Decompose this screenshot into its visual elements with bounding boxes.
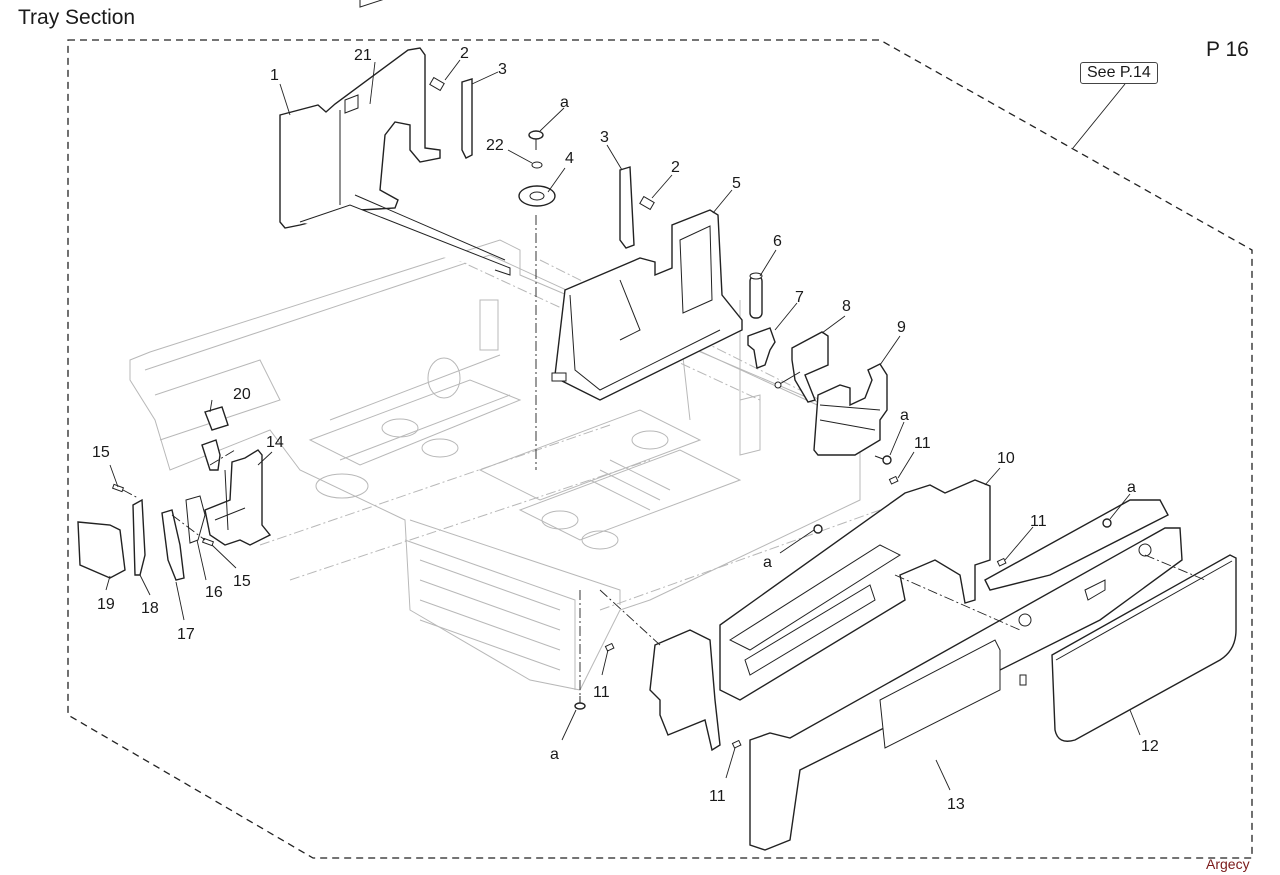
callout-4: 4 [565,150,574,167]
part-a-screw-front [574,518,1112,710]
callout-7: 7 [795,289,804,306]
callout-1: 1 [270,67,279,84]
callout-2: 2 [671,159,680,176]
callout-a: a [763,554,772,571]
part-lever-plate [201,439,221,471]
callout-8: 8 [842,298,851,315]
callout-a: a [1127,479,1136,496]
callout-15: 15 [92,444,110,461]
callout-5: 5 [732,175,741,192]
callout-11: 11 [914,435,931,452]
callout-10: 10 [997,450,1015,467]
callout-3: 3 [498,61,507,78]
cross-reference-link[interactable]: See P.14 [1080,62,1158,84]
part-17-lever [161,509,185,581]
callout-6: 6 [773,233,782,250]
callout-21: 21 [354,47,372,64]
part-4-bushing [518,185,556,207]
part-9-bracket [813,363,888,456]
callout-17: 17 [177,626,195,643]
callout-2: 2 [460,45,469,62]
part-15-pin [111,483,125,493]
callout-12: 12 [1141,738,1159,755]
part-2-pin [429,76,655,211]
part-22-washer [531,161,543,169]
callout-3: 3 [600,129,609,146]
callout-a: a [900,407,909,424]
callout-14: 14 [266,434,284,451]
callout-13: 13 [947,796,965,813]
callout-19: 19 [97,596,115,613]
part-11-pad [604,475,1007,749]
part-7-lever [747,327,776,369]
part-14-lever-holder [204,449,272,546]
callout-20: 20 [233,386,251,403]
part-a-screw-9 [874,455,892,465]
part-1-paper-end-guide [279,0,511,276]
callout-15: 15 [233,573,251,590]
callout-11: 11 [709,788,726,805]
callout-11: 11 [1030,513,1047,530]
left-assembly-lines [122,449,236,541]
callout-22: 22 [486,137,504,154]
part-19-cover [77,521,126,579]
page-number: P 16 [1206,38,1249,61]
front-bracket-left [649,629,721,752]
part-18-lever [132,498,146,576]
part-16-plate [185,495,206,544]
part-10-handle-frame [719,479,991,701]
callout-labels: 1 2 3 21 a 22 4 3 2 5 6 7 8 9 a 11 10 11… [92,45,1159,813]
diagram-title: Tray Section [18,6,136,29]
callout-16: 16 [205,584,223,601]
part-a-screw-top [528,130,544,150]
part-8-stopper [774,331,829,403]
part-20-spring-plate [204,406,229,431]
part-5-side-guide [551,209,743,401]
part-12-front-panel [1051,554,1237,742]
front-assembly-lines [599,554,1206,646]
callout-18: 18 [141,600,159,617]
callout-a: a [550,746,559,763]
callout-9: 9 [897,319,906,336]
watermark: Argecy [1206,856,1250,872]
callout-11: 11 [593,684,610,701]
callout-a: a [560,94,569,111]
see-ref-leader [1072,83,1126,149]
part-3-latch [461,78,635,249]
leader-lines [105,59,1141,791]
part-13-front-cover [749,499,1183,851]
part-6-shaft [749,272,763,319]
part-15-pin-2 [201,537,215,547]
